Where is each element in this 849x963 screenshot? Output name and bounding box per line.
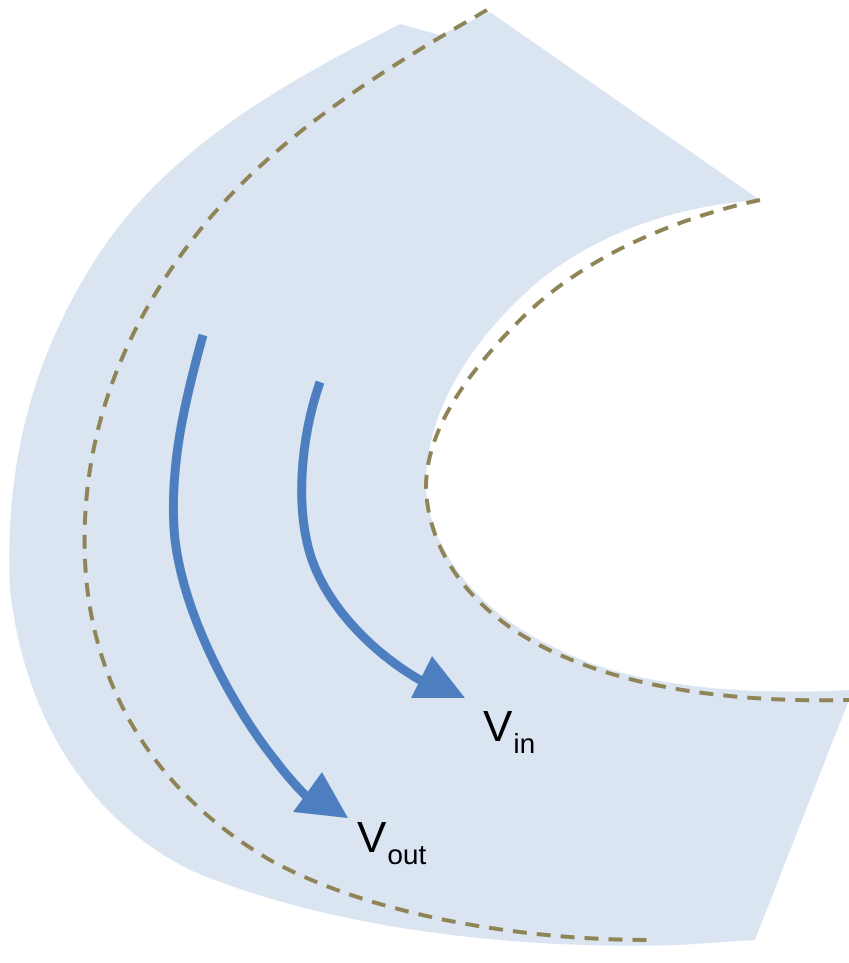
v-out-main: V bbox=[357, 813, 387, 862]
v-in-label: Vin bbox=[483, 702, 535, 758]
v-out-label: Vout bbox=[357, 813, 426, 869]
inner-velocity-arrow-shaft bbox=[297, 380, 428, 687]
inner-dashed-streamline bbox=[423, 198, 849, 703]
outer-velocity-arrow-shaft bbox=[168, 333, 311, 801]
v-in-subscript: in bbox=[513, 728, 536, 759]
inner-velocity-arrowhead bbox=[411, 656, 465, 698]
outer-dashed-streamline bbox=[82, 8, 649, 942]
v-out-subscript: out bbox=[387, 839, 427, 870]
outer-velocity-arrowhead bbox=[293, 772, 348, 818]
v-in-main: V bbox=[483, 702, 513, 751]
channel-region bbox=[9, 12, 849, 946]
